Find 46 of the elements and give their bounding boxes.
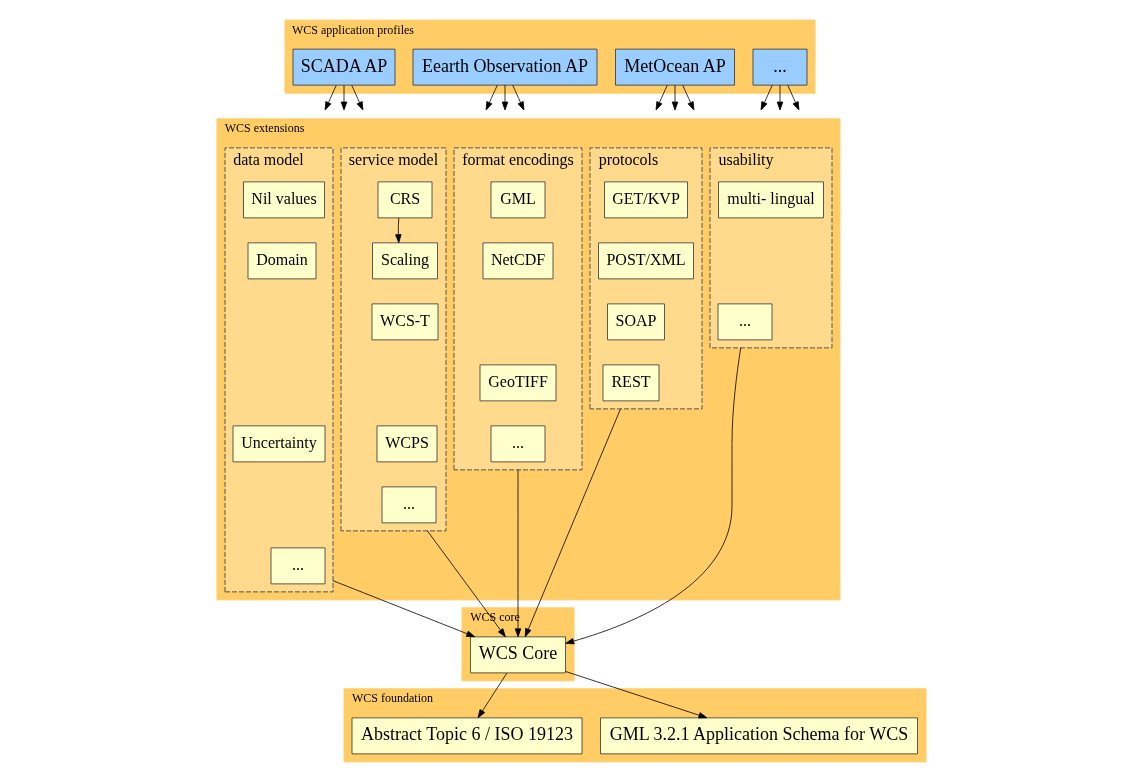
node-box: ...: [490, 425, 546, 463]
node-box: POST/XML: [598, 242, 694, 280]
node-box: ...: [752, 48, 808, 86]
arrow: [501, 84, 509, 111]
arrow: [655, 84, 668, 111]
arrow: [524, 408, 621, 638]
node-box: CRS: [377, 181, 433, 219]
node-box: Nil values: [243, 181, 325, 219]
arrow: [427, 530, 506, 638]
arrow: [395, 217, 402, 244]
node-box: Scaling: [372, 242, 438, 280]
node-box: REST: [602, 364, 660, 402]
node-box: NetCDF: [482, 242, 554, 280]
node-box: WCS-T: [371, 303, 439, 341]
arrow: [477, 672, 508, 719]
arrow: [565, 671, 708, 719]
arrow: [776, 84, 784, 111]
arrow: [514, 469, 522, 638]
arrow: [565, 347, 742, 645]
node-box: Uncertainty: [232, 425, 326, 463]
arrow: [324, 84, 337, 111]
node-box: WCPS: [376, 425, 438, 463]
arrow: [340, 84, 348, 111]
node-box: Domain: [247, 242, 317, 280]
arrow: [671, 84, 679, 111]
node-box: ...: [717, 303, 773, 341]
node-box: Abstract Topic 6 / ISO 19123: [351, 717, 583, 755]
node-box: Eearth Observation AP: [412, 48, 598, 86]
node-box: ...: [270, 547, 326, 585]
node-box: GML: [490, 181, 546, 219]
node-box: MetOcean AP: [615, 48, 735, 86]
node-box: GeoTIFF: [479, 364, 557, 402]
node-box: SCADA AP: [292, 48, 396, 86]
node-box: multi- lingual: [718, 181, 824, 219]
node-box: GET/KVP: [604, 181, 688, 219]
node-box: WCS Core: [470, 636, 566, 674]
node-box: SOAP: [607, 303, 665, 341]
arrow: [351, 84, 364, 111]
arrow: [787, 84, 800, 111]
node-box: GML 3.2.1 Application Schema for WCS: [600, 717, 918, 755]
arrow: [760, 84, 773, 111]
node-box: ...: [381, 486, 437, 524]
arrow: [682, 84, 695, 111]
arrow: [332, 580, 476, 638]
arrow: [512, 84, 525, 111]
arrow: [485, 84, 498, 111]
